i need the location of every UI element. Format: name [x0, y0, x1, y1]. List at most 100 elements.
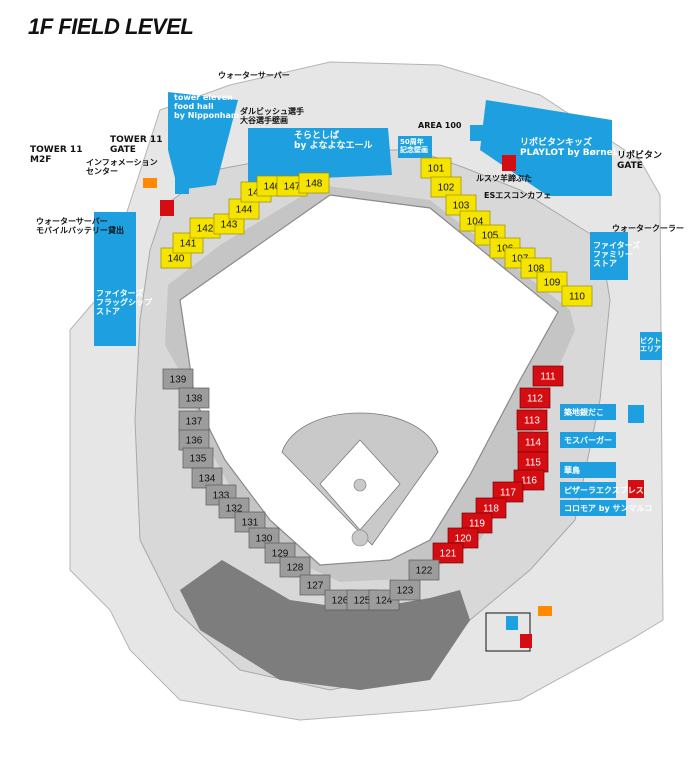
seating-section[interactable]: 137: [178, 410, 210, 432]
area100-label: AREA 100: [418, 121, 462, 130]
section-number: 129: [272, 549, 289, 560]
seating-section[interactable]: 136: [178, 429, 210, 451]
pizza-stall[interactable]: [560, 482, 616, 498]
victory-area[interactable]: [640, 332, 662, 360]
section-number: 142: [197, 224, 214, 235]
section-number: 117: [500, 488, 516, 499]
section-number: 134: [199, 474, 216, 485]
section-number: 108: [528, 264, 545, 275]
gray-sections: 1391381371361351341331321311301291281271…: [162, 368, 440, 611]
section-number: 137: [186, 417, 203, 428]
section-number: 103: [453, 201, 470, 212]
water-server-label: ウォーターサーバー: [218, 70, 290, 80]
fighters-flagship-store[interactable]: [94, 212, 136, 346]
section-number: 123: [397, 586, 414, 597]
seating-section[interactable]: 122: [408, 559, 440, 581]
section-number: 147: [284, 182, 301, 193]
restroom-icons-right: [628, 405, 644, 498]
hakodate-stall[interactable]: [560, 404, 616, 420]
seating-section[interactable]: 115: [517, 451, 549, 473]
section-number: 143: [221, 220, 238, 231]
seating-section[interactable]: 148: [298, 172, 330, 194]
section-number: 121: [440, 549, 457, 560]
fighters-flagship-label: ファイターズフラッグシップストア: [96, 288, 153, 316]
tower-eleven-food-hall[interactable]: [168, 92, 238, 190]
seating-section[interactable]: 102: [430, 176, 462, 198]
section-number: 139: [170, 375, 187, 386]
fighters-family-label: ファイターズファミリーストア: [593, 240, 640, 268]
fighters-family-store[interactable]: [590, 232, 628, 280]
seating-section[interactable]: 111: [532, 365, 564, 387]
section-number: 102: [438, 183, 455, 194]
seating-section[interactable]: 135: [182, 447, 214, 469]
hanamaru-stall[interactable]: [560, 462, 616, 478]
section-number: 144: [236, 205, 253, 216]
pizza-label: ピザーラエクスプレス: [564, 485, 644, 495]
section-number: 128: [287, 563, 304, 574]
seating-section[interactable]: 121: [432, 542, 464, 564]
hakodate-label: 築地銀だこ: [563, 407, 604, 417]
section-number: 127: [307, 581, 324, 592]
section-number: 118: [483, 504, 499, 515]
section-number: 107: [512, 254, 529, 265]
section-number: 125: [354, 596, 371, 607]
field: [179, 194, 559, 566]
seating-section[interactable]: 109: [536, 271, 568, 293]
section-number: 124: [376, 596, 393, 607]
water-server-mobile-label: ウォーターサーバーモバイルバッテリー貸出: [36, 216, 124, 235]
seating-section[interactable]: 127: [299, 574, 331, 596]
section-number: 146: [264, 182, 281, 193]
restroom-icons-bottom: [485, 612, 532, 652]
seating-section[interactable]: 138: [178, 387, 210, 409]
section-number: 120: [455, 534, 472, 545]
section-number: 104: [467, 217, 484, 228]
seating-section[interactable]: 114: [517, 431, 549, 453]
aed-sign: [143, 178, 157, 188]
section-number: 105: [482, 231, 499, 242]
section-number: 126: [332, 596, 349, 607]
seating-section[interactable]: 113: [516, 409, 548, 431]
mos-label: モスバーガー: [564, 435, 612, 445]
info-center-label: インフォメーションセンター: [86, 158, 158, 176]
section-number: 110: [569, 292, 585, 303]
section-number: 133: [213, 491, 230, 502]
koromore-stall[interactable]: [560, 500, 626, 516]
section-number: 140: [168, 254, 185, 265]
seating-section[interactable]: 112: [519, 387, 551, 409]
darvish-mural-label: ダルビッシュ選手大谷選手壁画: [240, 106, 304, 125]
aed-sign: [538, 606, 552, 616]
hanamaru-label: 華鳥: [564, 465, 580, 475]
seating-section[interactable]: 139: [162, 368, 194, 390]
seating-section[interactable]: 123: [389, 579, 421, 601]
home-plate: [351, 529, 369, 547]
mos-stall[interactable]: [560, 432, 616, 448]
section-number: 141: [180, 239, 197, 250]
seating-section[interactable]: 101: [420, 157, 452, 179]
fifty-year-label: 50周年記念壁画: [400, 137, 428, 154]
rusutsu-label: ルスツ羊蹄ぶた: [476, 173, 532, 183]
ripobitan-kids-playlot[interactable]: [480, 100, 612, 196]
section-number: 130: [256, 534, 273, 545]
seating-section[interactable]: 117: [492, 481, 524, 503]
seating-section[interactable]: 110: [561, 285, 593, 307]
section-number: 114: [525, 438, 541, 449]
seating-section[interactable]: 128: [279, 556, 311, 578]
section-number: 115: [525, 458, 541, 469]
section-number: 109: [544, 278, 561, 289]
koromore-label: コロモア by サンマルコ: [564, 504, 652, 513]
section-number: 113: [524, 416, 540, 427]
section-number: 112: [527, 394, 543, 405]
section-number: 148: [306, 179, 323, 190]
pitcher-mound: [353, 478, 367, 492]
section-number: 132: [226, 504, 243, 515]
victory-area-label: ビクトリーエリア: [640, 336, 675, 353]
sorashiba-block[interactable]: [248, 128, 392, 188]
page-title: 1F FIELD LEVEL: [28, 14, 194, 39]
water-cooler-label: ウォータークーラー: [612, 223, 684, 233]
